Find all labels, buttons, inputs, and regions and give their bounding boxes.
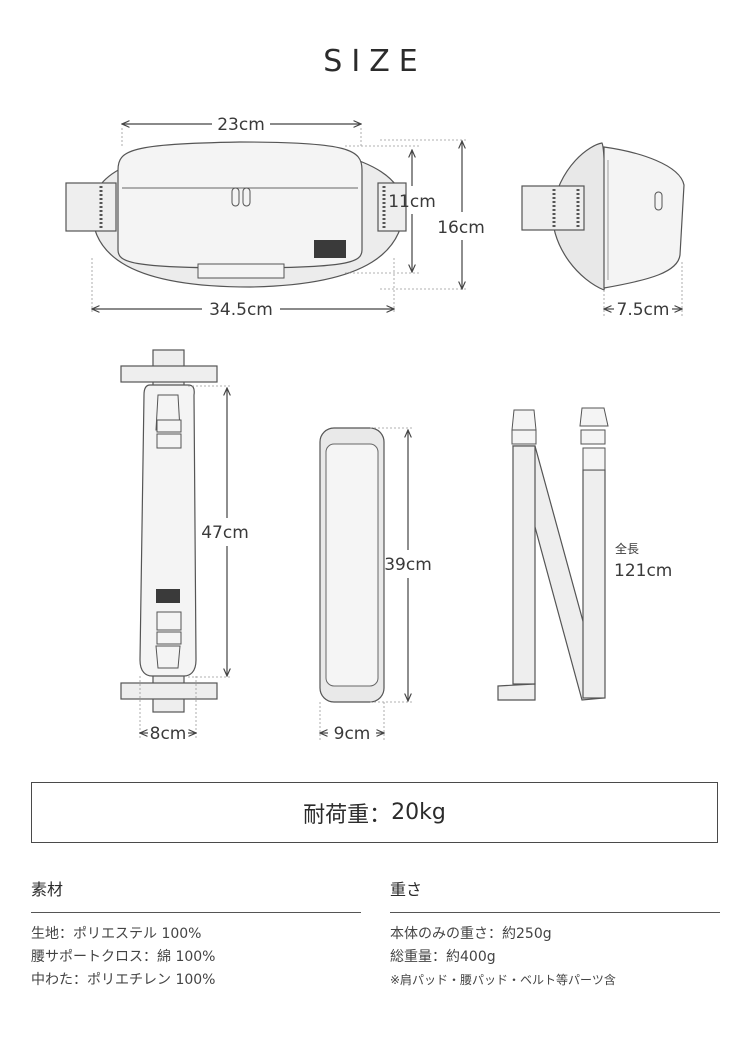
belt (497, 407, 609, 701)
dim-height-inner: 11cm (345, 145, 436, 274)
label-top-width: 23cm (217, 115, 265, 135)
load-capacity-box: 耐荷重：20kg (31, 782, 718, 843)
label-belt-length: 121cm (614, 561, 672, 581)
label-strap-length: 47cm (201, 523, 249, 543)
label-belt-total: 全長 (615, 541, 639, 556)
weight-heading: 重さ (390, 876, 720, 913)
dim-top-width: 23cm (122, 115, 361, 146)
material-item: 生地：ポリエステル 100% (31, 926, 202, 942)
load-value: 20kg (391, 800, 446, 825)
dim-strap-width: 8cm (140, 676, 196, 744)
label-height-inner: 11cm (388, 192, 436, 212)
weight-note: ※肩パッド・腰パッド・ベルト等パーツ含 (390, 973, 616, 987)
label-bottom-width: 34.5cm (209, 300, 273, 320)
materials-heading: 素材 (31, 876, 361, 913)
weight-item: 本体のみの重さ：約250g (390, 926, 552, 942)
label-depth: 7.5cm (617, 300, 670, 320)
weight-section: 重さ 本体のみの重さ：約250g 総重量：約400g ※肩パッド・腰パッド・ベル… (390, 876, 720, 992)
material-item: 中わた：ポリエチレン 100% (31, 972, 216, 988)
label-pad-length: 39cm (384, 555, 432, 575)
dim-depth: 7.5cm (604, 262, 682, 320)
materials-section: 素材 生地：ポリエステル 100% 腰サポートクロス：綿 100% 中わた：ポリ… (31, 876, 361, 992)
material-item: 腰サポートクロス：綿 100% (31, 949, 216, 965)
dim-pad-width: 9cm (320, 702, 384, 744)
label-pad-width: 9cm (334, 724, 371, 744)
bag-side-view (521, 142, 685, 291)
load-label: 耐荷重： (303, 802, 392, 828)
label-strap-width: 8cm (150, 724, 187, 744)
size-diagram: 23cm 11cm 16cm 34.5cm (65, 115, 685, 744)
label-height-total: 16cm (437, 218, 485, 238)
weight-item: 総重量：約400g (390, 949, 496, 965)
bag-front-view (65, 141, 407, 288)
page-title: SIZE (323, 44, 427, 79)
waist-strap (120, 349, 218, 713)
dim-pad-length: 39cm (370, 427, 432, 703)
dim-strap-length: 47cm (188, 385, 249, 678)
dim-height-total: 16cm (380, 139, 485, 289)
shoulder-pad (319, 427, 385, 703)
dim-bottom-width: 34.5cm (92, 258, 394, 320)
